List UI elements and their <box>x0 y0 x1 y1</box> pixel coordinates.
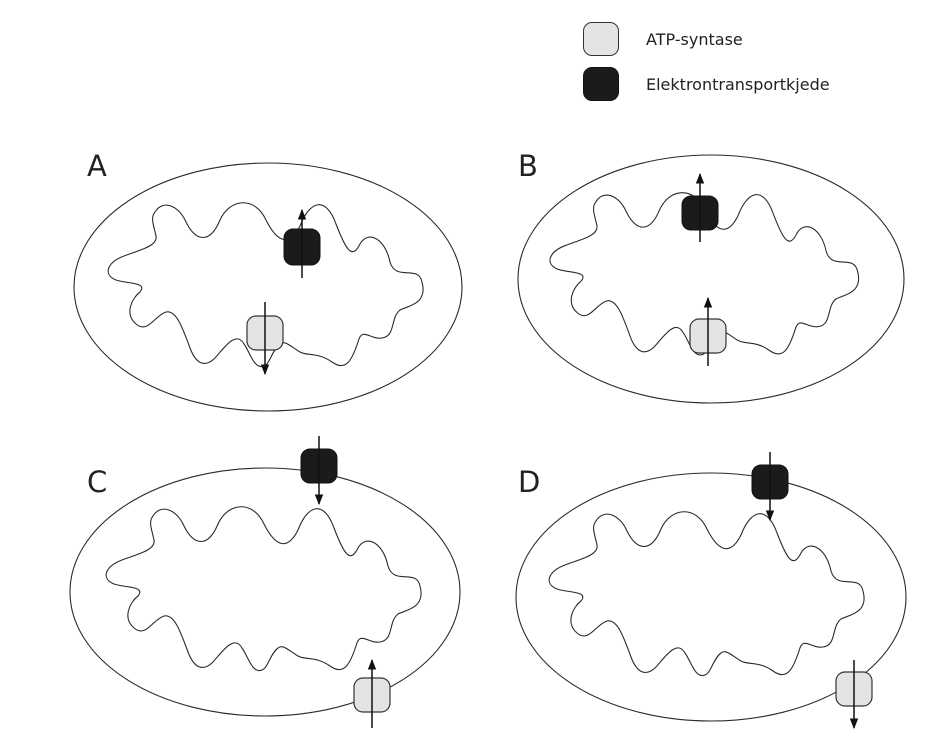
electron-transport-chain-swatch-icon <box>583 67 619 101</box>
outer-membrane <box>517 154 905 404</box>
legend-atp-synthase: ATP-syntase <box>583 22 743 56</box>
panel-a <box>73 162 463 412</box>
panel-b <box>517 154 905 404</box>
panel-d <box>515 452 907 730</box>
outer-membrane <box>515 472 907 722</box>
legend-electron-transport-chain: Elektrontransportkjede <box>583 67 830 101</box>
panel-label-b: B <box>518 149 538 183</box>
atp-synthase-swatch-icon <box>583 22 619 56</box>
outer-membrane <box>73 162 463 412</box>
panel-label-a: A <box>87 149 107 183</box>
inner-membrane <box>105 506 422 672</box>
legend-label-atp-synthase: ATP-syntase <box>646 29 743 49</box>
panel-label-d: D <box>518 465 541 499</box>
inner-membrane <box>548 511 865 677</box>
outer-membrane <box>69 467 461 717</box>
panel-label-c: C <box>87 465 108 499</box>
panel-c <box>69 436 461 728</box>
legend-label-electron-transport-chain: Elektrontransportkjede <box>646 74 830 94</box>
